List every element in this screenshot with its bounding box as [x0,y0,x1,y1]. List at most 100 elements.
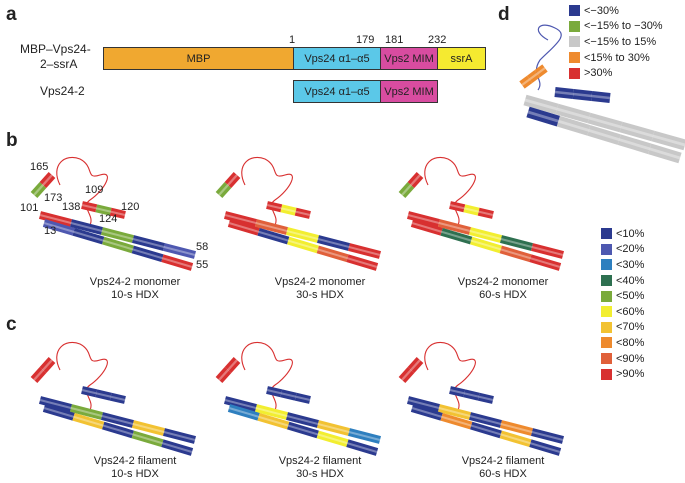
helix-alpha3 [294,392,311,404]
position-232: 232 [428,34,447,46]
helix-alpha2-highlight [224,399,381,441]
helix-alpha2 [224,396,257,412]
construct2-label: Vps24-2 [40,84,85,98]
caption-line2: 30-s HDX [296,289,344,301]
helix-alpha2 [438,219,471,235]
helix-alpha1 [257,227,290,245]
legend-diff-item: <−15% to −30% [569,19,663,35]
helix-alpha3 [81,386,98,398]
helix-alpha3 [266,386,283,398]
helix-alpha2 [286,412,319,428]
helix-alpha1 [72,227,105,245]
helix-alpha3-highlight [266,204,311,216]
helix-alpha2 [651,130,685,151]
helix-alpha3 [109,207,126,219]
legend-hdx-item: <30% [601,257,644,273]
legend-label: <90% [616,352,645,365]
helix-alpha5-highlight [218,359,238,381]
legend-label: <60% [616,305,645,318]
helix-alpha3 [477,392,494,404]
legend-swatch [601,306,612,318]
legend-swatch [601,353,612,365]
panel-letter-c: c [6,314,17,335]
helix-alpha3 [280,389,297,401]
helix-alpha3 [591,91,611,103]
residue-label-120: 120 [121,201,140,213]
legend-diff-item: <−15% to 15% [569,34,663,50]
caption-line1: Vps24-2 monomer [457,276,549,288]
helix-alpha2 [101,227,134,243]
helix-alpha1 [316,245,349,263]
helix-alpha3 [81,201,98,213]
helix-alpha5-highlight [218,174,238,196]
helix-alpha5 [30,181,47,199]
legend-swatch [569,67,580,79]
legend-swatch [569,20,580,32]
residue-label-165: 165 [30,161,49,173]
caption-line1: Vps24-2 monomer [89,276,181,288]
helix-alpha2-highlight [407,399,564,441]
ssra-domain: ssrA [437,47,486,70]
helix-alpha3 [554,87,574,99]
vps24-domain-construct2: Vps24 α1–α5 [293,80,381,103]
residue-label-109: 109 [85,184,104,196]
helix-alpha2-highlight [39,214,196,256]
helix-alpha3 [109,392,126,404]
helix-alpha5 [398,181,415,199]
helix-alpha1 [316,430,349,448]
helix-alpha1 [161,254,194,271]
helix-alpha2 [39,211,72,227]
helix-alpha5 [39,171,56,189]
helix-alpha1 [648,143,682,164]
helix-alpha2 [317,420,350,436]
helix-alpha3 [280,204,297,216]
helix-alpha5-highlight [401,174,421,196]
helix-alpha2-highlight [524,98,685,147]
caption-line1: Vps24-2 filament [461,455,545,467]
helix-alpha2-highlight [224,214,381,256]
helix-alpha3 [572,89,593,101]
legend-hdx-item: <50% [601,288,644,304]
helix-alpha1 [227,219,260,236]
helix-alpha2-highlight [39,399,196,441]
legend-swatch [569,52,580,64]
helix-alpha3 [463,389,480,401]
residue-label-101: 101 [20,202,39,214]
helix-alpha2 [469,227,502,243]
helix-alpha1 [227,404,260,421]
structure-monomer-60s [398,157,564,271]
helix-alpha1 [287,236,319,254]
legend-label: <40% [616,274,645,287]
helix-alpha2 [407,211,440,227]
legend-label: <30% [616,258,645,271]
loop-ribbon [424,342,476,411]
residue-label-55: 55 [196,259,209,271]
construct1-label-line1: MBP–Vps24- [20,42,91,56]
helix-alpha2 [101,412,134,428]
helix-alpha2-highlight [407,214,564,256]
legend-swatch [601,259,612,271]
helix-alpha1 [131,245,164,263]
helix-alpha3-highlight [81,204,126,216]
helix-alpha1 [440,412,473,430]
helix-alpha1 [587,125,621,145]
legend-hdx-item: <40% [601,273,644,289]
legend-hdx-item: <90% [601,351,644,367]
helix-alpha3 [266,201,283,213]
panel-letter-b: b [6,130,18,151]
helix-alpha5 [215,366,232,384]
caption-line2: 60-s HDX [479,468,527,480]
helix-alpha2 [348,428,381,444]
mim-domain: Vps2 MIM [380,47,438,70]
legend-hdx-item: <20% [601,242,644,258]
helix-alpha2 [255,219,288,235]
helix-alpha5 [224,356,241,374]
legend-swatch [601,243,612,255]
helix-alpha1 [499,245,532,263]
helix-alpha5 [407,171,424,189]
legend-diff-item: <−30% [569,3,663,19]
helix-alpha1-highlight [527,110,681,160]
helix-alpha5 [30,366,47,384]
